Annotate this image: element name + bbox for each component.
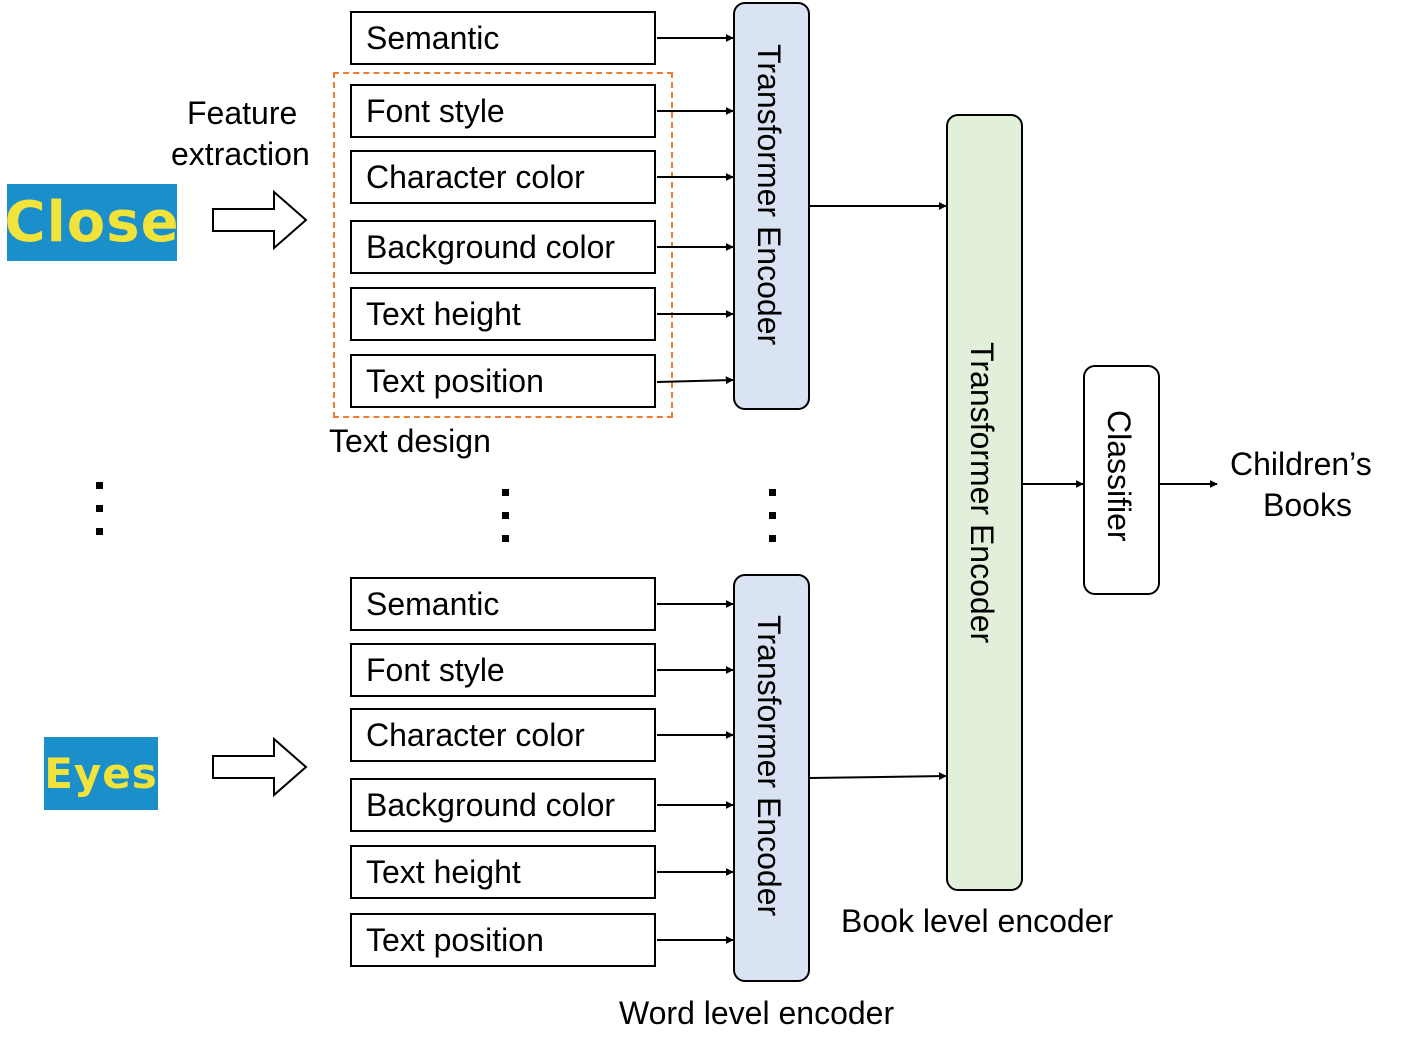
book-level-encoder-label: Book level encoder [841, 903, 1114, 939]
word-image-close-text: Close [4, 190, 180, 255]
output-label-line2: Books [1263, 487, 1352, 523]
feature-box-semantic-top: Semantic [350, 11, 656, 65]
classifier-box [1083, 365, 1160, 595]
feature-box-text-height-bottom: Text height [350, 845, 656, 899]
feature-box-text-position-bottom: Text position [350, 913, 656, 967]
feature-extraction-arrow-bottom [212, 736, 308, 798]
text-design-region [333, 72, 673, 418]
ellipsis-left [96, 482, 104, 551]
ellipsis-middle [502, 489, 510, 558]
word-encoder-top [733, 2, 810, 410]
ellipsis-right [769, 489, 777, 558]
word-encoder-top-label: Transformer Encoder [751, 44, 787, 346]
book-encoder-label: Transformer Encoder [964, 342, 1000, 644]
word-encoder-bottom [733, 574, 810, 982]
feature-extraction-label-line2: extraction [171, 136, 310, 172]
feature-extraction-label-line1: Feature [187, 95, 298, 131]
word-image-close: Close [4, 184, 180, 261]
feature-box-character-color-bottom: Character color [350, 708, 656, 762]
word-level-encoder-label: Word level encoder [619, 995, 895, 1031]
feature-box-font-style-top: Font style [350, 84, 656, 138]
book-encoder [946, 114, 1023, 891]
word-image-eyes: Eyes [44, 737, 158, 810]
feature-box-character-color-top: Character color [350, 150, 656, 204]
word-image-eyes-text: Eyes [44, 749, 158, 798]
feature-box-font-style-bottom: Font style [350, 643, 656, 697]
feature-extraction-arrow-top [212, 189, 308, 251]
feature-box-semantic-bottom: Semantic [350, 577, 656, 631]
output-label-line1: Children’s [1230, 446, 1372, 482]
feature-box-text-height-top: Text height [350, 287, 656, 341]
feature-box-background-color-top: Background color [350, 220, 656, 274]
word-encoder-bottom-label: Transformer Encoder [751, 615, 787, 917]
feature-box-background-color-bottom: Background color [350, 778, 656, 832]
text-design-label: Text design [329, 423, 491, 459]
classifier-label: Classifier [1101, 410, 1137, 542]
feature-box-text-position-top: Text position [350, 354, 656, 408]
